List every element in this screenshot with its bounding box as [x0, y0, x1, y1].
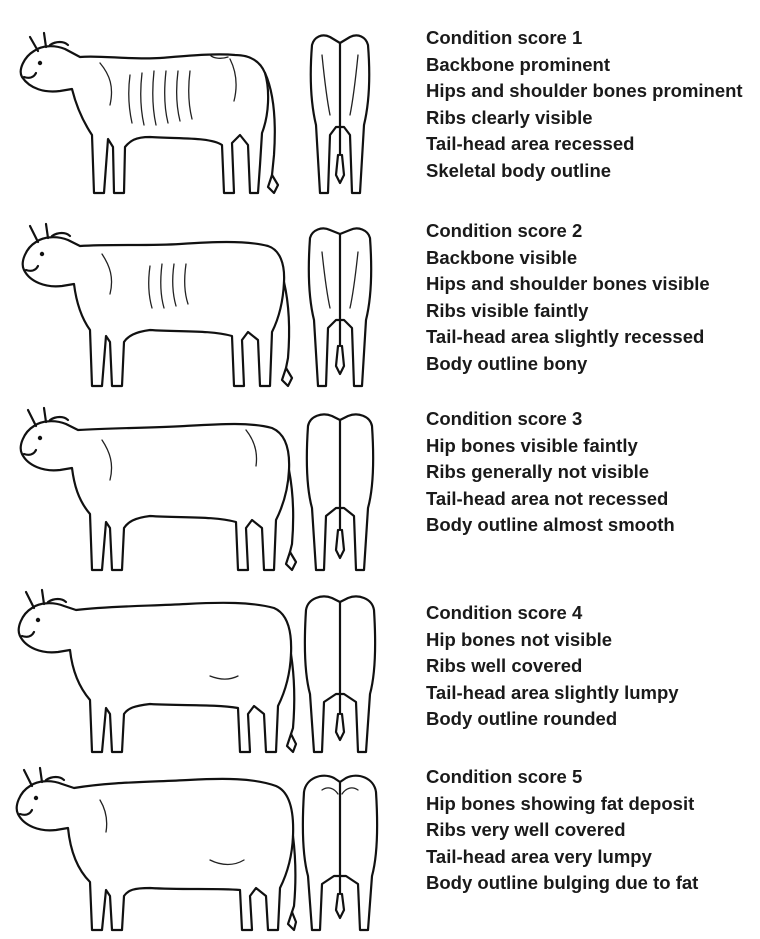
score-4-line-3: Tail-head area slightly lumpy	[426, 680, 679, 707]
score-3-line-1: Hip bones visible faintly	[426, 433, 675, 460]
score-5-line-2: Ribs very well covered	[426, 817, 698, 844]
score-5-row: Condition score 5 Hip bones showing fat …	[0, 760, 760, 935]
score-4-line-1: Hip bones not visible	[426, 627, 679, 654]
score-5-line-3: Tail-head area very lumpy	[426, 844, 698, 871]
score-2-title: Condition score 2	[426, 218, 710, 245]
score-3-text: Condition score 3 Hip bones visible fain…	[426, 406, 675, 539]
cow-rear-score-3-illustration	[300, 396, 380, 576]
score-1-line-2: Hips and shoulder bones prominent	[426, 78, 743, 105]
cow-side-score-2-illustration	[10, 208, 295, 393]
score-3-row: Condition score 3 Hip bones visible fain…	[0, 396, 760, 576]
score-1-line-1: Backbone prominent	[426, 52, 743, 79]
score-4-line-4: Body outline rounded	[426, 706, 679, 733]
score-1-line-4: Tail-head area recessed	[426, 131, 743, 158]
score-2-line-4: Tail-head area slightly recessed	[426, 324, 710, 351]
score-4-row: Condition score 4 Hip bones not visible …	[0, 580, 760, 758]
score-3-title: Condition score 3	[426, 406, 675, 433]
cow-rear-score-4-illustration	[300, 580, 380, 758]
cow-rear-score-1-illustration	[300, 15, 380, 200]
score-2-line-1: Backbone visible	[426, 245, 710, 272]
cow-side-score-4-illustration	[10, 580, 295, 758]
score-2-line-2: Hips and shoulder bones visible	[426, 271, 710, 298]
score-2-row: Condition score 2 Backbone visible Hips …	[0, 208, 760, 393]
score-2-line-3: Ribs visible faintly	[426, 298, 710, 325]
score-3-line-3: Tail-head area not recessed	[426, 486, 675, 513]
score-2-line-5: Body outline bony	[426, 351, 710, 378]
cow-side-score-1-illustration	[10, 15, 285, 200]
score-5-title: Condition score 5	[426, 764, 698, 791]
score-5-line-4: Body outline bulging due to fat	[426, 870, 698, 897]
cow-side-score-5-illustration	[10, 760, 295, 935]
score-1-row: Condition score 1 Backbone prominent Hip…	[0, 15, 760, 200]
score-4-title: Condition score 4	[426, 600, 679, 627]
score-1-text: Condition score 1 Backbone prominent Hip…	[426, 25, 743, 184]
score-5-text: Condition score 5 Hip bones showing fat …	[426, 764, 698, 897]
cow-side-score-3-illustration	[10, 396, 295, 576]
score-3-line-2: Ribs generally not visible	[426, 459, 675, 486]
score-4-line-2: Ribs well covered	[426, 653, 679, 680]
score-4-text: Condition score 4 Hip bones not visible …	[426, 600, 679, 733]
score-1-line-3: Ribs clearly visible	[426, 105, 743, 132]
cow-rear-score-2-illustration	[300, 208, 380, 393]
score-1-line-5: Skeletal body outline	[426, 158, 743, 185]
score-3-line-4: Body outline almost smooth	[426, 512, 675, 539]
score-1-title: Condition score 1	[426, 25, 743, 52]
score-5-line-1: Hip bones showing fat deposit	[426, 791, 698, 818]
cow-rear-score-5-illustration	[300, 760, 380, 935]
score-2-text: Condition score 2 Backbone visible Hips …	[426, 218, 710, 377]
